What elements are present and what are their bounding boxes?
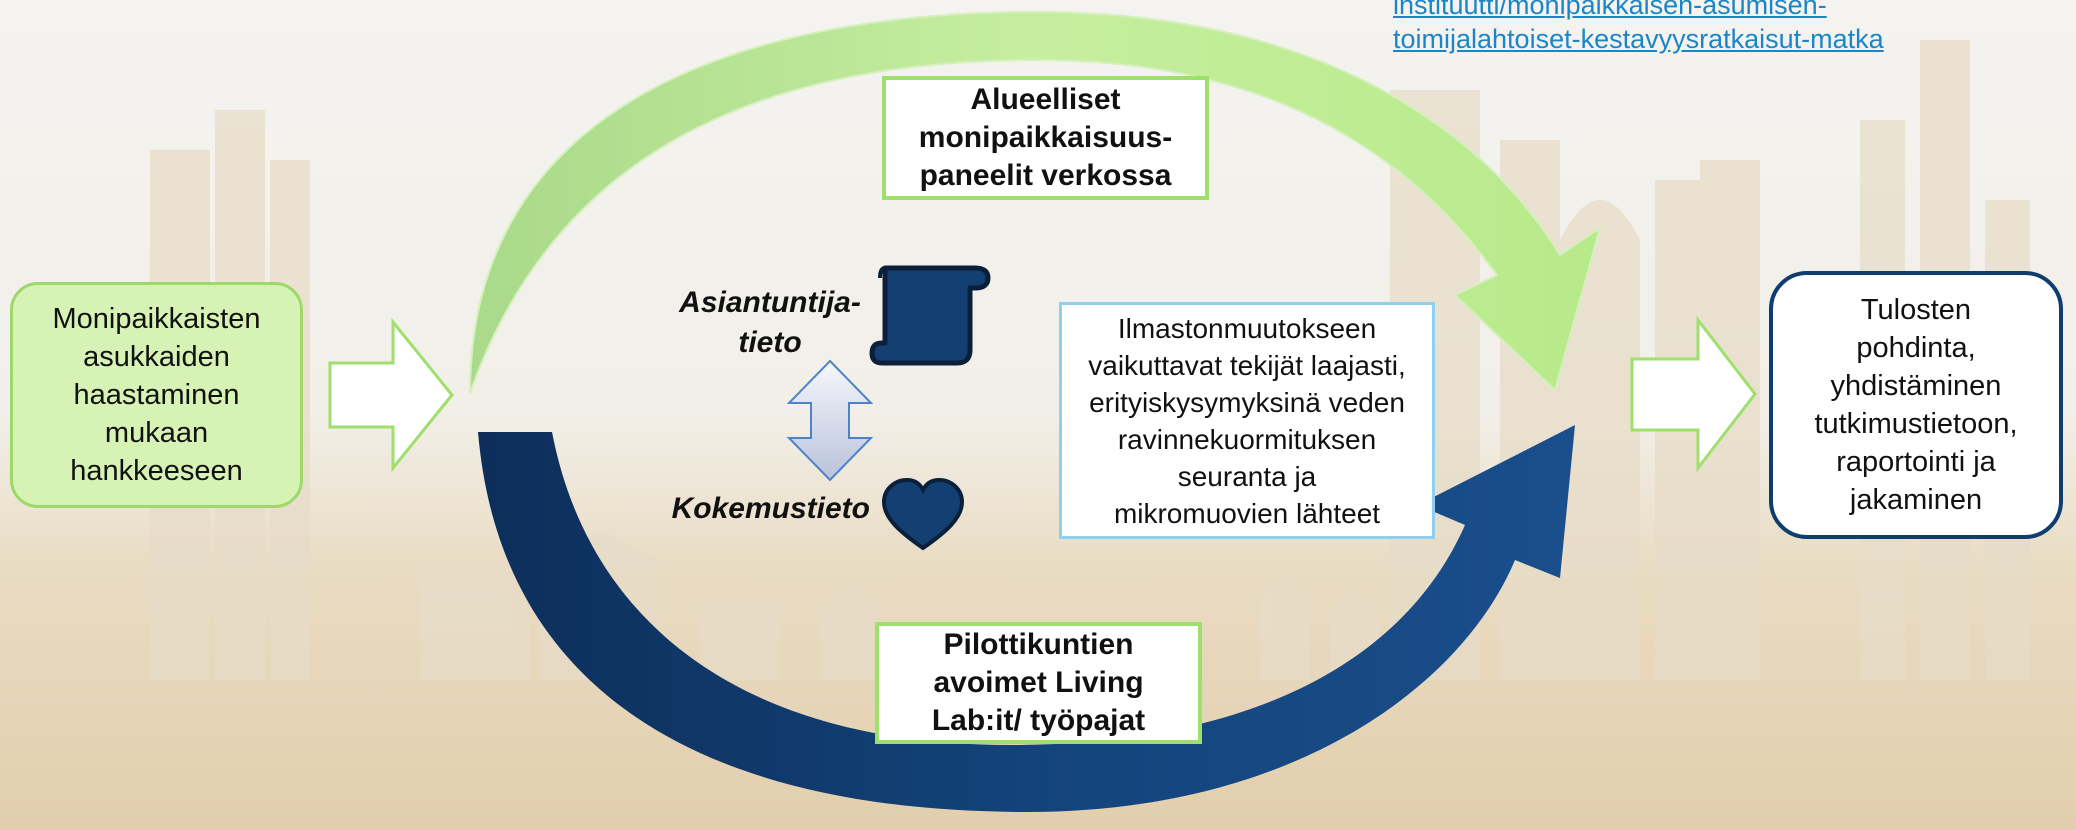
right-box-line: tutkimustietoon, [1814,408,2018,440]
heart-icon [881,477,965,551]
right-box-line: yhdistäminen [1830,370,2002,402]
center-box-line: Ilmastonmuutokseen [1117,312,1377,344]
right-box-line: Tulosten [1860,294,1972,326]
lower-curved-arrow [478,425,1575,813]
project-link[interactable]: instituutti/monipaikkaisen-asumisen- toi… [1393,0,2033,56]
left-box-line: Monipaikkaisten [52,303,261,335]
expert-label-line: tieto [738,326,802,359]
experience-knowledge-label: Kokemustieto [671,492,870,525]
project-link-line-2[interactable]: toimijalahtoiset-kestavyysratkaisut-matk… [1393,24,1884,54]
top-box-line: monipaikkaisuus- [918,121,1173,154]
center-box-line: erityiskysymyksinä veden [1089,386,1405,418]
left-box-line: mukaan [104,417,209,449]
living-labs-box: Pilottikuntien avoimet Living Lab:it/ ty… [875,622,1202,744]
right-box-line: raportointi ja [1836,446,1996,478]
center-box-line: mikromuovien lähteet [1113,497,1381,529]
bottom-box-line: Pilottikuntien [943,628,1134,661]
top-box-line: Alueelliset [970,83,1121,116]
expert-label-line: Asiantuntija- [679,286,861,319]
upper-curved-arrow [469,10,1602,394]
right-block-arrow [1630,315,1757,473]
center-box-line: seuranta ja [1177,460,1317,492]
left-box-line: haastaminen [73,379,240,411]
engage-residents-box: Monipaikkaisten asukkaiden haastaminen m… [10,282,303,508]
project-link-line-1[interactable]: instituutti/monipaikkaisen-asumisen- [1393,0,1827,20]
top-box-line: paneelit verkossa [919,159,1172,192]
scroll-icon [869,265,991,366]
right-box-line: jakaminen [1849,484,1983,516]
left-block-arrow [328,317,454,473]
regional-panels-box: Alueelliset monipaikkaisuus- paneelit ve… [882,76,1209,200]
bottom-box-line: Lab:it/ työpajat [931,704,1146,737]
center-box-line: vaikuttavat tekijät laajasti, [1088,349,1406,381]
bottom-box-line: avoimet Living [933,666,1144,699]
center-box-line: ravinnekuormituksen [1117,423,1377,455]
left-box-line: asukkaiden [83,341,230,373]
right-box-line: pohdinta, [1856,332,1976,364]
expert-knowledge-label: Asiantuntija- tieto [660,283,880,363]
left-box-line: hankkeeseen [70,455,243,487]
double-arrow-icon [786,359,874,482]
climate-factors-box: Ilmastonmuutokseen vaikuttavat tekijät l… [1059,302,1435,539]
results-box: Tulosten pohdinta, yhdistäminen tutkimus… [1769,271,2063,539]
